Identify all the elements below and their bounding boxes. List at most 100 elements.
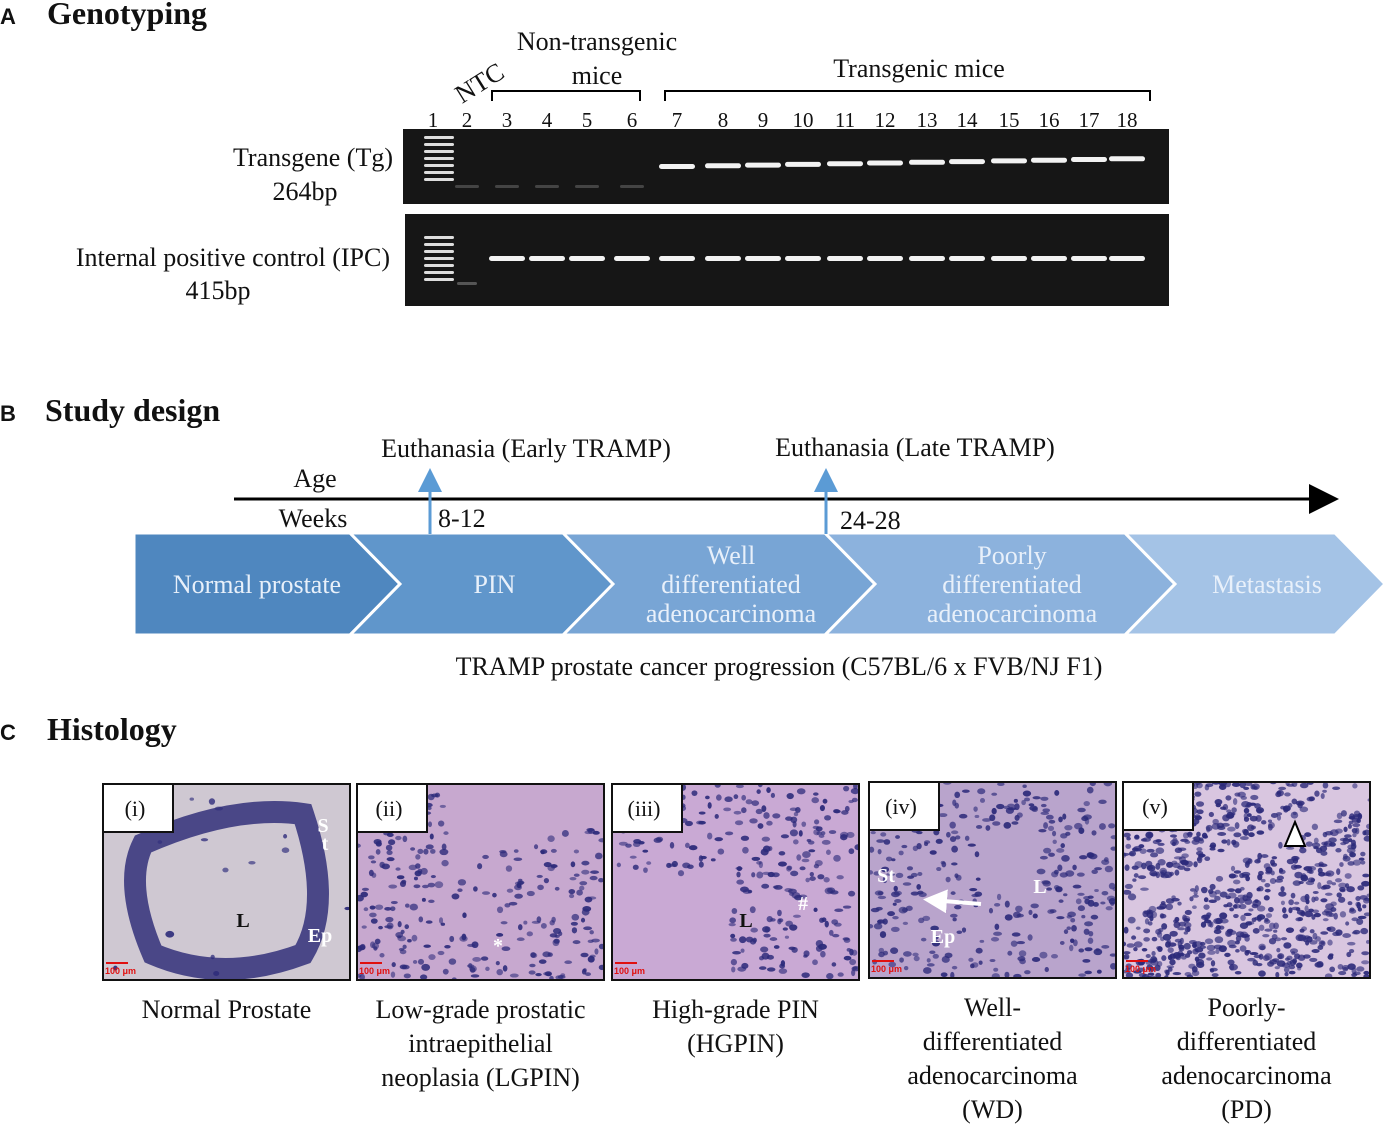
scale-bar (615, 962, 637, 964)
panel-caption: adenocarcinoma (1161, 1061, 1332, 1090)
ipc-band (949, 256, 985, 261)
ladder-band (424, 257, 454, 260)
ladder-band (424, 250, 454, 253)
arrowhead-marker-icon (1283, 819, 1307, 847)
weeks-label: Weeks (279, 504, 348, 533)
ipc-label: Internal positive control (IPC) (76, 243, 390, 272)
panel-caption: Normal Prostate (142, 995, 312, 1024)
ipc-band (614, 256, 650, 261)
tissue-marker: L (739, 910, 752, 932)
panel-border (356, 783, 605, 981)
tissue-marker: t (322, 833, 329, 855)
panel-tag-box (356, 783, 428, 833)
lane-number: 18 (1117, 108, 1138, 132)
ladder-band (424, 236, 454, 239)
scale-bar-label: 100 μm (871, 964, 902, 974)
panel-tag-box (611, 783, 683, 833)
lane-number: 2 (462, 108, 473, 132)
ipc-band (569, 256, 605, 261)
ipc-band (1109, 256, 1145, 261)
non-transgenic-label-2: mice (572, 61, 623, 90)
tg-band (991, 158, 1027, 164)
tg-band (827, 161, 863, 167)
panel-caption: High-grade PIN (652, 995, 819, 1024)
ladder-band (424, 243, 454, 246)
tg-band (909, 159, 945, 165)
scale-bar (872, 960, 894, 962)
ipc-band (1071, 256, 1107, 261)
late-euthanasia-label: Euthanasia (Late TRAMP) (775, 433, 1055, 462)
scale-bar (106, 962, 128, 964)
panel-tag-box (868, 781, 940, 831)
stage-label: adenocarcinoma (927, 599, 1098, 628)
tg-band (785, 161, 821, 167)
tg-band (1071, 157, 1107, 162)
lane-number: 5 (582, 108, 593, 132)
panel-border (102, 783, 351, 981)
panel-caption: (HGPIN) (687, 1029, 784, 1058)
transgenic-label: Transgenic mice (833, 54, 1005, 83)
lane-number: 3 (502, 108, 513, 132)
lane-number: 16 (1039, 108, 1060, 132)
panel-b-title: Study design (45, 392, 220, 428)
panel-caption: differentiated (923, 1027, 1063, 1056)
ipc-band (705, 256, 741, 261)
histology-panel-4: (iv)100 μmStEpLWell-differentiatedadenoc… (868, 781, 1117, 1124)
lane-number: 17 (1079, 108, 1100, 132)
tg-band (1031, 157, 1067, 163)
panel-caption: Well- (964, 993, 1021, 1022)
lane-number: 13 (917, 108, 938, 132)
panel-a-title: Genotyping (47, 0, 207, 31)
tg-band (867, 160, 903, 166)
tissue-marker: * (493, 935, 503, 957)
panel-border (1122, 781, 1371, 979)
panel-c-title: Histology (47, 711, 177, 747)
histology-panel-5: (v)100 μmPoorly-differentiatedadenocarci… (1122, 781, 1371, 1124)
ipc-band (1031, 256, 1067, 261)
ladder-band (424, 178, 454, 181)
panel-b: B Study design Euthanasia (Early TRAMP) … (0, 392, 1385, 681)
lane-number: 10 (793, 108, 814, 132)
tg-label: Transgene (Tg) (233, 143, 393, 172)
panel-border (868, 781, 1117, 979)
stage-label: Normal prostate (173, 570, 341, 599)
tg-band (949, 159, 985, 165)
tg-band (1109, 156, 1145, 162)
ladder-band (424, 157, 454, 160)
primer-dimer-band (620, 185, 644, 188)
scale-bar-label: 100 μm (1125, 964, 1156, 974)
stage-chevron (1121, 531, 1385, 637)
panel-caption: (WD) (962, 1095, 1023, 1124)
tissue-marker: St (877, 865, 895, 887)
ladder-band (424, 264, 454, 267)
lane-number: 15 (999, 108, 1020, 132)
lane-number: 12 (875, 108, 896, 132)
non-transgenic-label: Non-transgenic (517, 27, 677, 56)
ipc-band (867, 256, 903, 261)
panel-tag: (ii) (376, 796, 403, 821)
scale-bar (1126, 960, 1148, 962)
tg-band (659, 164, 695, 169)
panel-caption: Poorly- (1208, 993, 1286, 1022)
progression-caption: TRAMP prostate cancer progression (C57BL… (456, 652, 1103, 681)
ipc-band (991, 256, 1027, 261)
ladder-band (424, 143, 454, 146)
panel-tag: (i) (125, 796, 146, 821)
lane-number: 8 (718, 108, 729, 132)
scale-bar-label: 100 μm (614, 966, 645, 976)
age-label: Age (293, 464, 336, 493)
ipc-band (529, 256, 565, 261)
ipc-size: 415bp (186, 276, 251, 305)
panel-border (611, 783, 860, 981)
ipc-band (745, 256, 781, 261)
panel-caption: differentiated (1177, 1027, 1317, 1056)
stage-label: Metastasis (1212, 570, 1322, 599)
panel-tag: (iii) (628, 796, 661, 821)
primer-dimer-band (457, 282, 477, 285)
stage-label: differentiated (661, 570, 801, 599)
lane-number: 4 (542, 108, 553, 132)
stage-label: adenocarcinoma (646, 599, 817, 628)
ladder-band (424, 171, 454, 174)
